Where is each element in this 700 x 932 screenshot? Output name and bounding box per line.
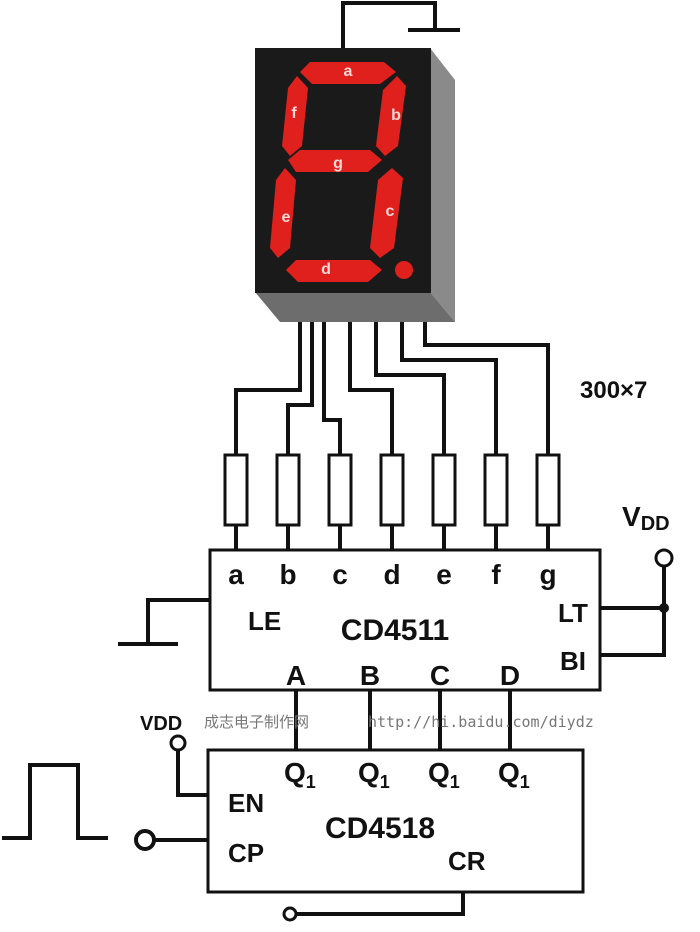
cd4518-en-pin: EN: [228, 788, 264, 818]
cd4518-out-q1-1: Q1: [284, 757, 316, 792]
watermark-cn: 成志电子制作网: [204, 713, 309, 731]
cd4511-in-D: D: [500, 660, 520, 691]
segment-label-a: a: [344, 63, 353, 80]
segment-label-f: f: [291, 105, 297, 122]
resistor-7: [535, 453, 561, 527]
cd4511-out-c: c: [332, 559, 348, 590]
vdd-top-label: VDD: [622, 501, 670, 535]
segment-g: [288, 150, 382, 172]
cd4511-out-f: f: [491, 559, 501, 590]
resistor-4: [379, 453, 405, 527]
cd4518-out-q1-3: Q1: [428, 757, 460, 792]
bcd-bus-wires: [294, 690, 512, 750]
cd4511-in-B: B: [360, 660, 380, 691]
segment-f: [282, 76, 308, 156]
cd4511-le-pin: LE: [248, 606, 281, 636]
cd4518-out-q1-4: Q1: [498, 757, 530, 792]
segment-c: [370, 168, 403, 258]
cd4518-cp-pin: CP: [228, 838, 264, 868]
watermark: 成志电子制作网 http://hi.baidu.com/diydz: [204, 713, 594, 731]
vdd-left-label: VDD: [140, 713, 182, 735]
segment-label-e: e: [282, 209, 291, 226]
resistor-1: [223, 453, 249, 527]
cd4511-chip: LE CD4511 LT BI a b c d e f g A B C D: [208, 548, 602, 692]
cp-input-terminal: [134, 829, 208, 851]
segment-label-d: d: [321, 261, 331, 278]
cd4511-out-e: e: [436, 559, 452, 590]
cd4511-bi-pin: BI: [560, 646, 586, 676]
resistor-array: [223, 453, 561, 550]
cd4518-name: CD4518: [325, 812, 435, 845]
resistor-label: 300×7: [580, 377, 647, 404]
le-ground: [118, 598, 210, 646]
resistor-3: [327, 453, 353, 527]
cd4518-cr-pin: CR: [448, 846, 486, 876]
cd4518-out-q1-2: Q1: [358, 757, 390, 792]
cd4518-chip: EN CP CD4518 CR Q1 Q1 Q1 Q1: [206, 748, 585, 894]
cr-input-terminal: [282, 892, 465, 922]
cd4511-out-g: g: [539, 559, 556, 590]
segment-b: [376, 76, 406, 156]
cd4511-out-d: d: [383, 559, 400, 590]
resistor-6: [483, 453, 509, 527]
decimal-point: [395, 261, 413, 279]
cd4511-lt-pin: LT: [558, 598, 588, 628]
watermark-url: http://hi.baidu.com/diydz: [368, 713, 594, 731]
cd4511-in-C: C: [430, 660, 450, 691]
segment-e: [270, 168, 296, 258]
cd4511-in-A: A: [286, 660, 306, 691]
segment-label-g: g: [333, 155, 343, 172]
cd4511-name: CD4511: [341, 614, 449, 647]
segment-a: [300, 62, 396, 84]
cd4511-out-a: a: [228, 559, 244, 590]
vdd-top-terminal: VDD: [600, 501, 674, 657]
display-ground: [341, 1, 460, 48]
segment-label-c: c: [386, 203, 395, 220]
display-pin-wires: [234, 322, 550, 455]
vdd-left-terminal: VDD: [140, 713, 208, 797]
resistor-2: [275, 453, 301, 527]
segment-d: [286, 260, 382, 282]
clock-pulse-symbol: [2, 763, 108, 840]
segment-label-b: b: [391, 107, 401, 124]
cd4511-out-b: b: [279, 559, 296, 590]
seven-segment-display: a b c d e f g: [255, 48, 455, 322]
resistor-5: [431, 453, 457, 527]
